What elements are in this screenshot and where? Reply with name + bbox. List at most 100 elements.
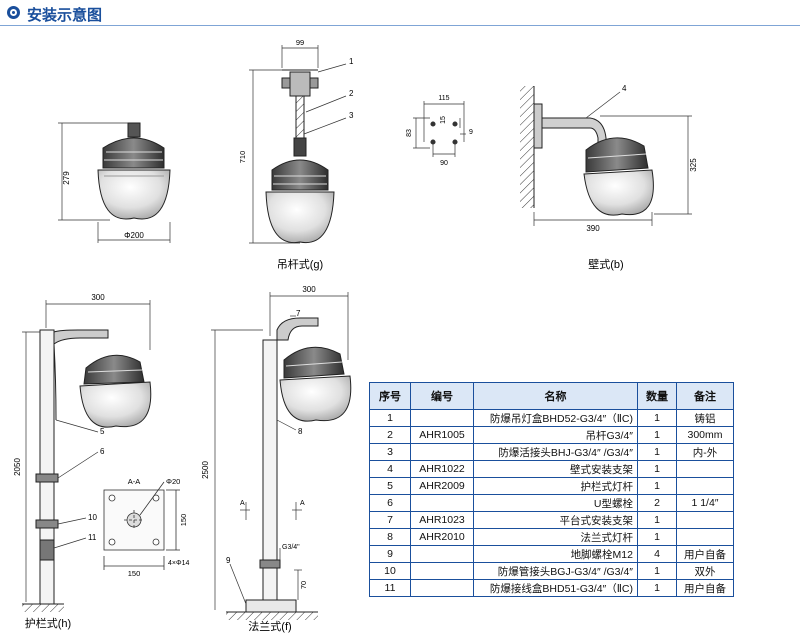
callout-4: 4 <box>622 84 627 93</box>
callout-10: 10 <box>88 513 97 522</box>
callout-7: 7 <box>296 309 301 318</box>
caption-guardrail: 护栏式(h) <box>25 616 71 630</box>
cell-name: 防爆活接头BHJ-G3/4″ /G3/4″ <box>473 443 638 461</box>
cell-name: 护栏式灯杆 <box>473 477 638 495</box>
cell-code: AHR1022 <box>410 460 474 478</box>
cell-no: 1 <box>369 409 411 427</box>
cell-code <box>410 562 474 580</box>
cut-a-left: A <box>240 500 245 507</box>
cell-code <box>410 494 474 512</box>
dim-325: 325 <box>689 158 698 172</box>
dim-wall <box>533 91 692 226</box>
lamp-flange <box>226 317 352 620</box>
cell-code: AHR1023 <box>410 511 474 529</box>
dim-lamp-height <box>58 122 171 243</box>
cell-no: 11 <box>369 579 411 597</box>
dim-flange <box>211 292 349 610</box>
cell-qty: 1 <box>637 409 677 427</box>
dim-70: 70 <box>299 581 308 589</box>
cell-no: 5 <box>369 477 411 495</box>
cell-code: AHR2010 <box>410 528 474 546</box>
caption-pendant: 吊杆式(g) <box>277 257 323 271</box>
dim-710: 710 <box>238 151 247 164</box>
cell-name: U型螺栓 <box>473 494 638 512</box>
col-header-name: 名称 <box>473 382 638 410</box>
cell-qty: 2 <box>637 494 677 512</box>
cell-note <box>676 511 734 529</box>
cell-note: 用户自备 <box>676 579 734 597</box>
cell-qty: 1 <box>637 562 677 580</box>
dim-15: 15 <box>440 116 447 124</box>
cell-note: 双外 <box>676 562 734 580</box>
dim-83: 83 <box>406 129 413 137</box>
cell-note: 内-外 <box>676 443 734 461</box>
callout-2: 2 <box>349 89 354 98</box>
cell-no: 4 <box>369 460 411 478</box>
cell-qty: 1 <box>637 426 677 444</box>
section-label: A-A <box>128 477 141 486</box>
col-header-note: 备注 <box>676 382 734 410</box>
cell-no: 3 <box>369 443 411 461</box>
header-rule <box>0 25 800 26</box>
cell-no: 8 <box>369 528 411 546</box>
cell-code: AHR2009 <box>410 477 474 495</box>
dim-390: 390 <box>586 224 600 233</box>
cell-code <box>410 545 474 563</box>
cell-no: 2 <box>369 426 411 444</box>
header-bullet-icon <box>7 6 20 19</box>
dim-150-h: 150 <box>128 569 141 578</box>
callout-5: 5 <box>100 427 105 436</box>
lamp-standalone <box>97 122 171 220</box>
callout-3: 3 <box>349 111 354 120</box>
dim-2050: 2050 <box>13 458 22 476</box>
cell-note: 1 1/4″ <box>676 494 734 512</box>
section-a-a <box>103 481 180 570</box>
dim-300-flange: 300 <box>302 285 316 294</box>
col-header-code: 编号 <box>410 382 474 410</box>
cell-code: AHR1005 <box>410 426 474 444</box>
cell-code <box>410 409 474 427</box>
cell-qty: 1 <box>637 460 677 478</box>
cell-no: 6 <box>369 494 411 512</box>
cell-note <box>676 528 734 546</box>
cell-name: 防爆吊灯盒BHD52-G3/4″（ⅡC) <box>473 409 638 427</box>
dim-2500: 2500 <box>201 461 210 479</box>
dim-bolts: 4×Φ14 <box>168 560 189 567</box>
cell-name: 地脚螺栓M12 <box>473 545 638 563</box>
dim-150-v: 150 <box>179 514 188 527</box>
caption-wall: 壁式(b) <box>588 257 623 271</box>
caption-flange: 法兰式(f) <box>248 619 291 633</box>
cell-name: 法兰式灯杆 <box>473 528 638 546</box>
cell-qty: 4 <box>637 545 677 563</box>
cell-no: 10 <box>369 562 411 580</box>
col-header-no: 序号 <box>369 382 411 410</box>
dim-90: 90 <box>440 160 448 167</box>
lamp-wall <box>520 86 654 216</box>
callout-11: 11 <box>88 533 97 542</box>
dim-279: 279 <box>62 171 71 185</box>
cell-name: 防爆管接头BGJ-G3/4″ /G3/4″ <box>473 562 638 580</box>
cell-note: 用户自备 <box>676 545 734 563</box>
lamp-pendant <box>265 69 335 244</box>
cell-no: 9 <box>369 545 411 563</box>
cell-qty: 1 <box>637 477 677 495</box>
callout-1: 1 <box>349 57 354 66</box>
dim-guardrail <box>22 300 151 602</box>
dim-99: 99 <box>296 38 304 47</box>
cell-qty: 1 <box>637 443 677 461</box>
dim-g34: G3/4" <box>282 544 300 551</box>
cell-qty: 1 <box>637 579 677 597</box>
section-header: 安装示意图 <box>0 0 800 30</box>
bolt-hole-detail <box>413 101 466 157</box>
cell-name: 平台式安装支架 <box>473 511 638 529</box>
